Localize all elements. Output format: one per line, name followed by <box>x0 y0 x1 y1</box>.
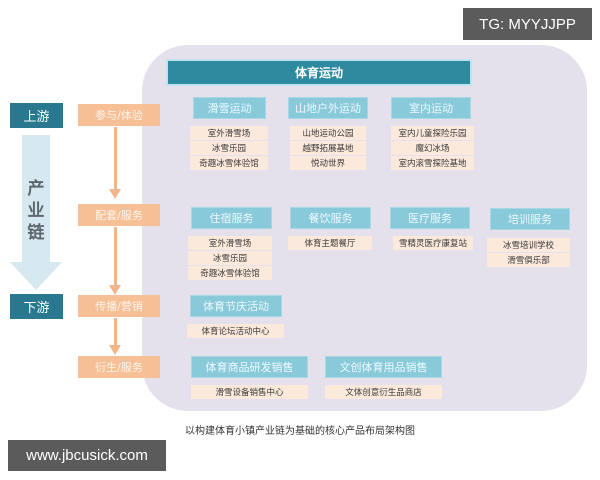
list-item: 冰雪乐园 <box>190 141 268 155</box>
step-connector <box>114 127 117 189</box>
down-arrow-icon <box>109 345 121 355</box>
category-mountain-outdoor: 山地户外运动 <box>288 97 368 119</box>
list-item: 冰雪乐园 <box>188 251 272 265</box>
watermark-top-right: TG: MYYJJPP <box>463 8 592 40</box>
list-item: 奇趣冰雪体验馆 <box>188 266 272 280</box>
list-item: 室内滚雪探险基地 <box>391 156 474 170</box>
upstream-label: 上游 <box>10 103 63 128</box>
step-marketing: 传播/营销 <box>78 295 160 317</box>
category-medical: 医疗服务 <box>390 207 470 229</box>
category-sports-festival: 体育节庆活动 <box>190 295 282 317</box>
list-item: 雪精灵医疗康复站 <box>393 236 473 250</box>
list-item: 文体创意衍生品商店 <box>325 385 442 399</box>
category-sports-goods: 体育商品研发销售 <box>191 356 308 378</box>
category-indoor: 室内运动 <box>391 97 471 119</box>
industry-chain-label: 产 业 链 <box>27 179 45 243</box>
list-item: 室外滑雪场 <box>190 126 268 140</box>
step-participate: 参与/体验 <box>78 104 160 126</box>
category-creative-goods: 文创体育用品销售 <box>325 356 442 378</box>
step-support: 配套/服务 <box>78 204 160 226</box>
category-dining: 餐饮服务 <box>290 207 371 229</box>
list-item: 滑雪设备销售中心 <box>191 385 308 399</box>
category-skiing: 滑雪运动 <box>193 97 266 119</box>
down-arrow-icon <box>10 262 62 290</box>
chain-arrow-shaft <box>22 135 50 262</box>
category-lodging: 住宿服务 <box>191 207 272 229</box>
list-item: 冰雪培训学校 <box>487 238 570 252</box>
downstream-label: 下游 <box>10 294 63 319</box>
down-arrow-icon <box>109 189 121 199</box>
list-item: 体育论坛活动中心 <box>187 324 284 338</box>
step-connector <box>114 227 117 285</box>
step-connector <box>114 318 117 346</box>
list-item: 悦动世界 <box>290 156 366 170</box>
panel-title: 体育运动 <box>166 59 472 86</box>
down-arrow-icon <box>109 285 121 295</box>
list-item: 室外滑雪场 <box>188 236 272 250</box>
watermark-bottom-left: www.jbcusick.com <box>8 440 166 471</box>
category-training: 培训服务 <box>490 208 570 230</box>
list-item: 魔幻冰场 <box>391 141 474 155</box>
step-derivative: 衍生/服务 <box>78 356 160 378</box>
list-item: 越野拓展基地 <box>290 141 366 155</box>
list-item: 体育主题餐厅 <box>288 236 372 250</box>
list-item: 室内儿童探险乐园 <box>391 126 474 140</box>
list-item: 滑雪俱乐部 <box>487 253 570 267</box>
list-item: 山地运动公园 <box>290 126 366 140</box>
figure-caption: 以构建体育小镇产业链为基础的核心产品布局架构图 <box>185 426 415 437</box>
list-item: 奇趣冰雪体验馆 <box>190 156 268 170</box>
